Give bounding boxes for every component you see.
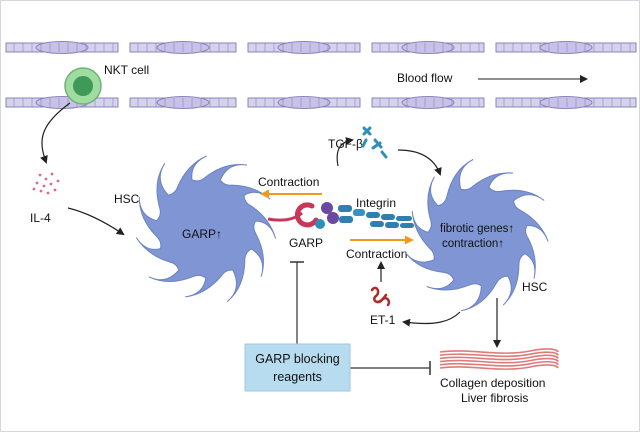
et1-peptide: [370, 286, 391, 307]
il4-dot: [53, 188, 57, 192]
endothelial-nucleus: [277, 41, 331, 54]
collagen-fiber: [439, 361, 559, 367]
hsc-left-cell: [135, 155, 277, 303]
blocking-label-line1: GARP blocking: [255, 352, 340, 366]
endothelial-nucleus: [539, 41, 593, 54]
fibrosis-label: Liver fibrosis: [461, 391, 528, 405]
nkt-cell-label: NKT cell: [104, 63, 149, 77]
contraction-label-mid: Contraction: [346, 247, 407, 261]
il4-dot: [46, 191, 50, 195]
et1-label: ET-1: [370, 313, 396, 327]
endothelial-nucleus: [277, 96, 331, 109]
endothelial-layer-top: [5, 41, 637, 54]
fibrotic-genes-label: fibrotic genes↑: [440, 223, 514, 235]
hsc-to-et1-arrow: [402, 311, 461, 327]
collagen-fiber: [439, 364, 559, 370]
endothelial-nucleus: [35, 41, 89, 54]
contraction-up-label: contraction↑: [442, 238, 504, 250]
endothelial-nucleus: [401, 41, 455, 54]
garp-up-label: GARP↑: [182, 227, 222, 241]
endothelial-nucleus: [401, 96, 455, 109]
endothelial-nucleus: [539, 96, 593, 109]
il4-dot: [49, 182, 53, 186]
blood-flow-label: Blood flow: [397, 71, 453, 85]
garp-label: GARP: [289, 236, 323, 250]
collagen-fiber: [439, 357, 559, 364]
il4-label: IL-4: [30, 211, 51, 225]
il4-dot: [39, 189, 43, 193]
integrin-complex: [315, 202, 414, 229]
integrin-to-tgf-arrow: [336, 137, 354, 167]
il4-dot: [38, 173, 42, 177]
il4-dot: [32, 187, 36, 191]
il4-dot: [44, 177, 48, 181]
hsc-right-cell: [404, 159, 549, 312]
il4-dot: [42, 184, 46, 188]
il4-to-hsc-arrow: [67, 207, 125, 236]
il4-dot: [50, 172, 54, 176]
hsc-left-label: HSC: [114, 192, 140, 206]
il4-cytokine-dots: [32, 172, 60, 195]
collagen-fibers: [439, 348, 559, 370]
collagen-fiber: [439, 354, 559, 361]
contraction-label-top: Contraction: [258, 175, 319, 189]
collagen-fiber: [439, 348, 559, 354]
integrin-label: Integrin: [356, 196, 396, 210]
il4-dot: [56, 179, 60, 183]
hsc-right-label: HSC: [522, 280, 548, 294]
garp-receptor: [267, 202, 319, 228]
tgf-beta-molecules: [361, 126, 388, 159]
collagen-label: Collagen deposition: [440, 376, 545, 390]
collagen-fiber: [439, 351, 559, 358]
nkt-cell: [64, 67, 102, 105]
il4-dot: [35, 181, 39, 185]
blocking-label-line2: reagents: [273, 370, 322, 384]
endothelial-layer-bottom: [5, 96, 637, 109]
nkt-to-il4-arrow: [40, 102, 71, 164]
tgf-to-hsc-arrow: [397, 149, 442, 176]
garp-blocking-box: [244, 343, 351, 392]
tgf-beta-label: TGF-β: [328, 137, 363, 151]
